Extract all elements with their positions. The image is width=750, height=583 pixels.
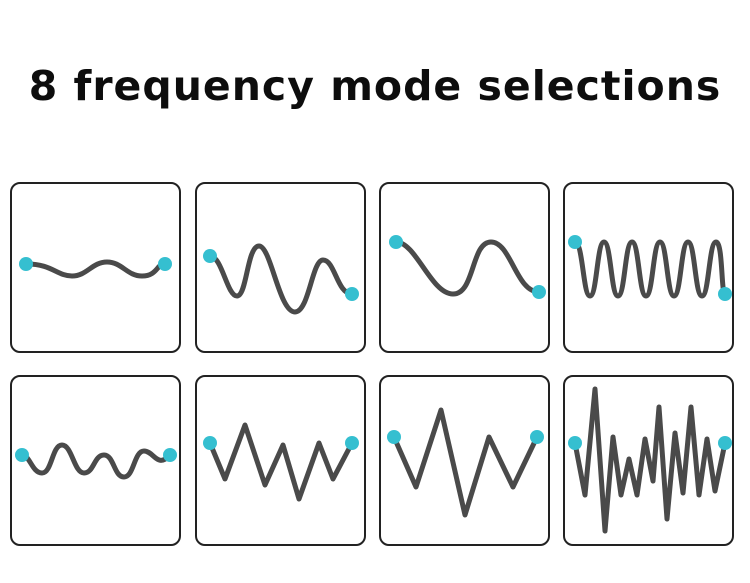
waveform-line	[391, 407, 540, 518]
medium-wave-icon	[203, 243, 359, 315]
random-pulse-icon	[568, 386, 732, 534]
mode-tile-1[interactable]	[10, 182, 181, 353]
mode-tile-7[interactable]	[379, 375, 550, 546]
fast-wave-icon	[568, 235, 732, 301]
mode-tile-5[interactable]	[10, 375, 181, 546]
endpoint-dot	[203, 249, 217, 263]
endpoint-dot	[718, 287, 732, 301]
endpoint-dot	[389, 235, 403, 249]
gentle-wave-icon	[19, 257, 172, 279]
endpoint-dot	[15, 448, 29, 462]
sharp-zigzag-icon	[387, 407, 544, 518]
endpoint-dot	[718, 436, 732, 450]
waveform-line	[207, 422, 355, 502]
endpoint-dot	[158, 257, 172, 271]
endpoint-dot	[163, 448, 177, 462]
zigzag-wave-icon	[203, 422, 359, 502]
waveform-line	[207, 243, 355, 315]
ripple-wave-icon	[15, 442, 177, 480]
endpoint-dot	[203, 436, 217, 450]
waveform-line	[572, 386, 728, 534]
waveform-line	[24, 259, 167, 279]
mode-tile-3[interactable]	[379, 182, 550, 353]
endpoint-dot	[345, 287, 359, 301]
mode-tile-2[interactable]	[195, 182, 366, 353]
endpoint-dot	[532, 285, 546, 299]
page-title: 8 frequency mode selections	[28, 62, 722, 110]
waveform-line	[572, 239, 728, 299]
waveform-line	[393, 239, 542, 297]
endpoint-dot	[530, 430, 544, 444]
endpoint-dot	[568, 235, 582, 249]
endpoint-dot	[345, 436, 359, 450]
mode-tile-6[interactable]	[195, 375, 366, 546]
endpoint-dot	[19, 257, 33, 271]
mode-tile-4[interactable]	[563, 182, 734, 353]
slow-wave-icon	[389, 235, 546, 299]
mode-grid	[10, 182, 738, 554]
waveform-line	[19, 442, 173, 480]
mode-tile-8[interactable]	[563, 375, 734, 546]
endpoint-dot	[387, 430, 401, 444]
endpoint-dot	[568, 436, 582, 450]
